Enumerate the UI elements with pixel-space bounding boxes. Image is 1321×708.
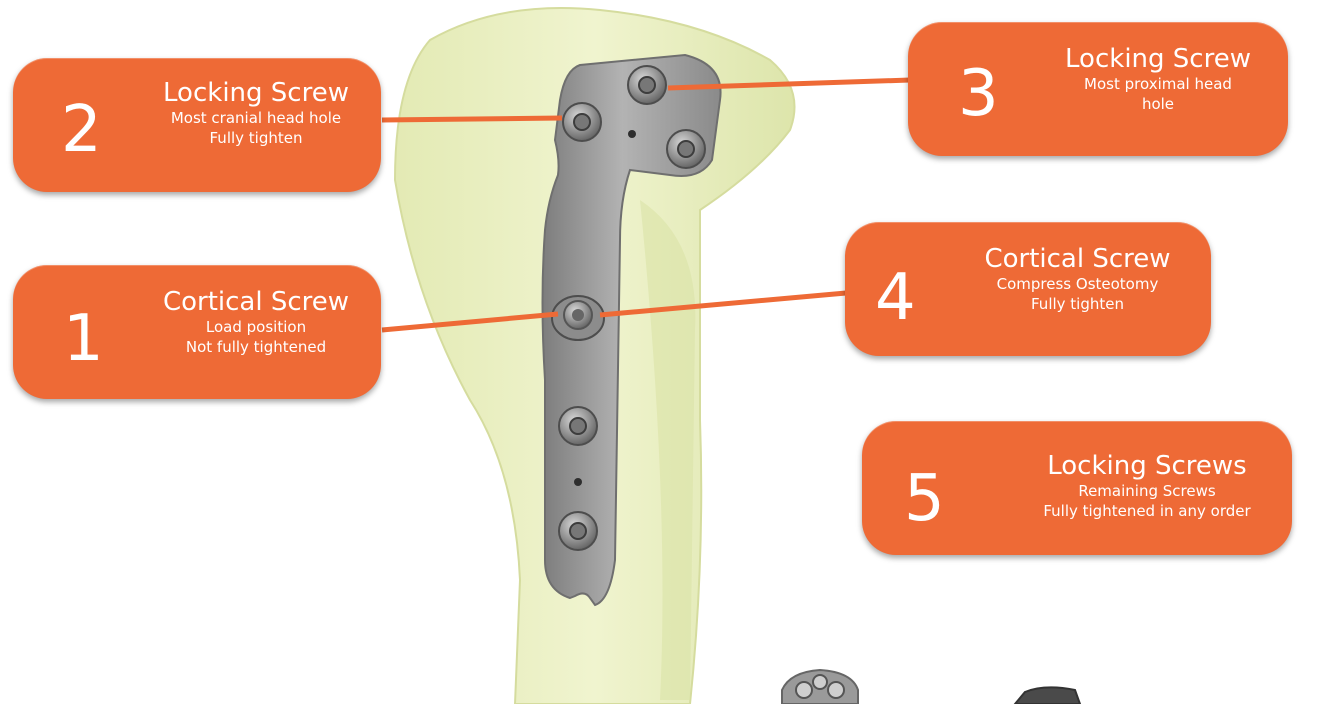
locking-screw-head-3 (667, 130, 705, 168)
callout-line: Fully tighten (950, 294, 1205, 314)
callout-line: Most proximal head (1033, 74, 1283, 94)
callout-step-3: 3 Locking Screw Most proximal head hole (908, 22, 1288, 156)
callout-line: hole (1033, 94, 1283, 114)
callout-step-1: 1 Cortical Screw Load position Not fully… (13, 265, 381, 399)
plate-kwire-hole-upper (628, 130, 636, 138)
callout-line: Fully tighten (131, 128, 381, 148)
callout-line: Compress Osteotomy (950, 274, 1205, 294)
callout-text: Cortical Screw Load position Not fully t… (131, 287, 381, 357)
callout-text: Locking Screws Remaining Screws Fully ti… (1002, 451, 1292, 521)
callout-line: Not fully tightened (131, 337, 381, 357)
leader-line-2 (382, 118, 562, 120)
callout-line: Fully tightened in any order (1002, 501, 1292, 521)
locking-screw-shaft-2 (559, 512, 597, 550)
locking-screw-shaft-1 (559, 407, 597, 445)
callout-step-2: 2 Locking Screw Most cranial head hole F… (13, 58, 381, 192)
plate-kwire-hole-lower (574, 478, 582, 486)
locking-screw-3 (628, 66, 666, 104)
callout-title: Locking Screws (1002, 451, 1292, 481)
callout-step-4: 4 Cortical Screw Compress Osteotomy Full… (845, 222, 1211, 356)
locking-screw-2 (563, 103, 601, 141)
step-number: 4 (875, 266, 916, 330)
step-number: 2 (61, 98, 102, 162)
callout-title: Cortical Screw (950, 244, 1205, 274)
callout-title: Locking Screw (131, 78, 381, 108)
callout-title: Cortical Screw (131, 287, 381, 317)
step-number: 1 (63, 307, 104, 371)
callout-text: Cortical Screw Compress Osteotomy Fully … (950, 244, 1205, 314)
callout-title: Locking Screw (1033, 44, 1283, 74)
callout-line: Remaining Screws (1002, 481, 1292, 501)
plate-thumbnail-icon (782, 670, 858, 704)
step-number: 3 (958, 62, 999, 126)
callout-text: Locking Screw Most proximal head hole (1033, 44, 1283, 114)
step-number: 5 (904, 467, 945, 531)
callout-step-5: 5 Locking Screws Remaining Screws Fully … (862, 421, 1292, 555)
callout-line: Most cranial head hole (131, 108, 381, 128)
callout-line: Load position (131, 317, 381, 337)
cortical-screw-1 (552, 296, 604, 340)
callout-text: Locking Screw Most cranial head hole Ful… (131, 78, 381, 148)
plate-thumbnail-shaft-icon (1015, 687, 1080, 704)
